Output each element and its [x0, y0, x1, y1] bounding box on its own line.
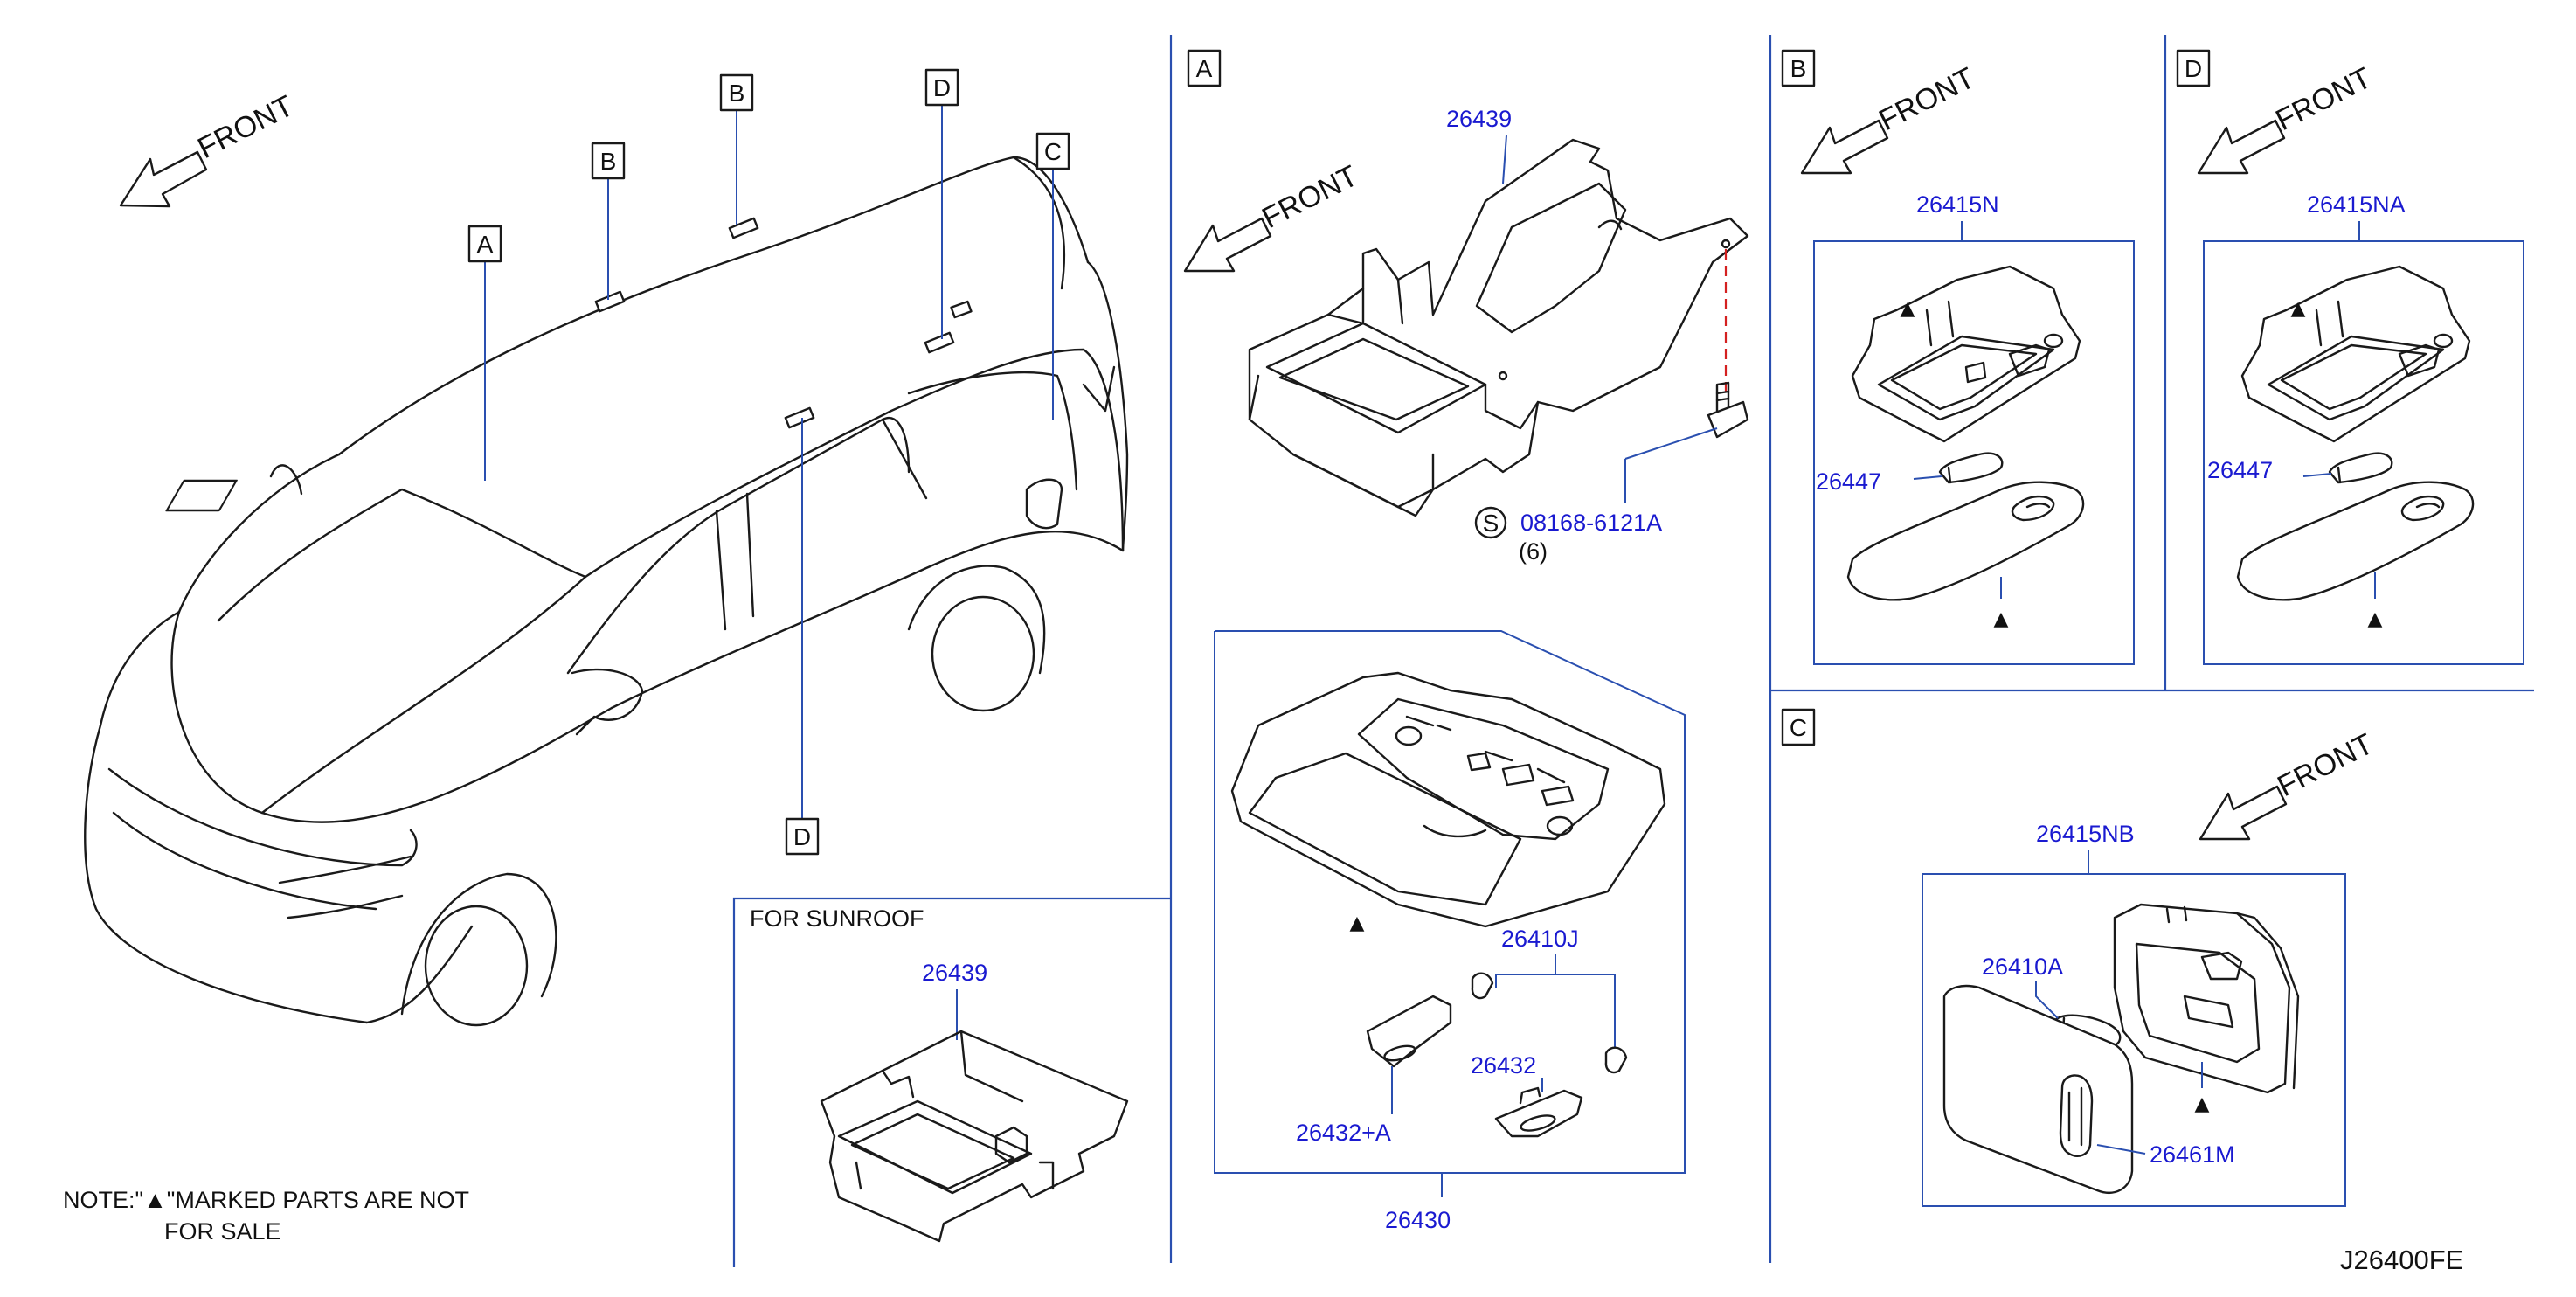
room-lamp-housing-c: [2113, 903, 2300, 1094]
sunroof-bracket: [820, 1030, 1129, 1243]
front-label-c: FRONT: [2272, 727, 2379, 803]
not-for-sale-mark-c: ▲: [2195, 1093, 2210, 1115]
callout-d: D: [933, 74, 951, 101]
part-number-26447-b: 26447: [1816, 468, 1881, 495]
sunroof-label: FOR SUNROOF: [750, 905, 924, 932]
not-for-sale-mark-b2: ▲: [1994, 608, 2009, 630]
section-d-label: D: [2185, 55, 2202, 82]
bulb-d: [2328, 452, 2393, 484]
note-line-1: NOTE:"▲"MARKED PARTS ARE NOT: [63, 1187, 469, 1213]
part-number-26432a: 26432+A: [1296, 1120, 1391, 1146]
front-label: FRONT: [192, 89, 299, 165]
part-number-26439-sunroof: 26439: [922, 960, 987, 986]
map-lamp-housing: [1230, 671, 1666, 928]
sunroof-panel: FOR SUNROOF 26439: [750, 905, 1129, 1243]
screw-quantity: (6): [1519, 538, 1548, 565]
callout-d-2: D: [793, 823, 811, 850]
front-label-b: FRONT: [1873, 61, 1980, 137]
vehicle-illustration: [84, 156, 1129, 1027]
roof-bracket: [1248, 138, 1749, 517]
front-arrow-c: FRONT: [2199, 727, 2379, 841]
note-line-2: FOR SALE: [164, 1218, 281, 1245]
part-number-26461m: 26461M: [2150, 1141, 2235, 1168]
front-label-a: FRONT: [1257, 159, 1363, 235]
part-number-26447-d: 26447: [2207, 457, 2273, 483]
panel-c: C FRONT 26415NB ▲ 26410A: [1781, 708, 2379, 1207]
part-number-26432: 26432: [1471, 1052, 1536, 1079]
panel-b: B FRONT 26415N ▲ 26447 ▲: [1781, 49, 2135, 665]
part-number-26415n: 26415N: [1916, 191, 1999, 218]
room-lamp-housing-d: [2240, 265, 2471, 443]
bulb-front-right: [1604, 1046, 1628, 1074]
section-a-label: A: [1196, 55, 1213, 82]
diagram-code: J26400FE: [2340, 1245, 2463, 1275]
callout-b-2: B: [729, 80, 745, 107]
lens-right: [1494, 1086, 1583, 1138]
not-for-sale-mark-a: ▲: [1350, 912, 1365, 934]
front-arrow-vehicle: FRONT: [119, 89, 299, 208]
vehicle-callouts: A B B D C D: [467, 68, 1070, 856]
section-c-label: C: [1790, 714, 1807, 741]
part-number-26410j: 26410J: [1501, 926, 1579, 952]
not-for-sale-mark-b1: ▲: [1901, 298, 1915, 320]
callout-c: C: [1044, 138, 1062, 165]
panel-dividers: [732, 35, 2534, 1267]
screw-symbol: S: [1483, 510, 1499, 537]
section-b-label: B: [1790, 55, 1807, 82]
lens-b: [1846, 481, 2085, 601]
lens-d: [2236, 481, 2475, 601]
callout-b: B: [600, 148, 617, 175]
front-arrow-b: FRONT: [1800, 61, 1980, 175]
part-number-screw: 08168-6121A: [1520, 510, 1662, 536]
front-label-d: FRONT: [2270, 61, 2377, 137]
not-for-sale-mark-d2: ▲: [2368, 608, 2383, 630]
panel-d: D FRONT 26415NA ▲ 26447 ▲: [2176, 49, 2524, 665]
part-number-26415nb: 26415NB: [2036, 821, 2135, 847]
lens-c: [1942, 984, 2134, 1194]
not-for-sale-mark-d1: ▲: [2291, 298, 2306, 320]
panel-a: A FRONT 26439: [1183, 49, 1749, 1233]
bulb-front-left: [1471, 972, 1494, 1000]
front-arrow-a: FRONT: [1183, 159, 1363, 273]
front-arrow-d: FRONT: [2197, 61, 2377, 175]
part-number-26410a: 26410A: [1982, 954, 2063, 980]
part-number-26430: 26430: [1385, 1207, 1451, 1233]
callout-a: A: [477, 231, 494, 258]
part-number-26439: 26439: [1446, 106, 1512, 132]
bulb-b: [1938, 452, 2004, 484]
lens-left: [1366, 995, 1452, 1068]
part-number-26415na: 26415NA: [2307, 191, 2406, 218]
room-lamp-housing-b: [1851, 265, 2081, 443]
